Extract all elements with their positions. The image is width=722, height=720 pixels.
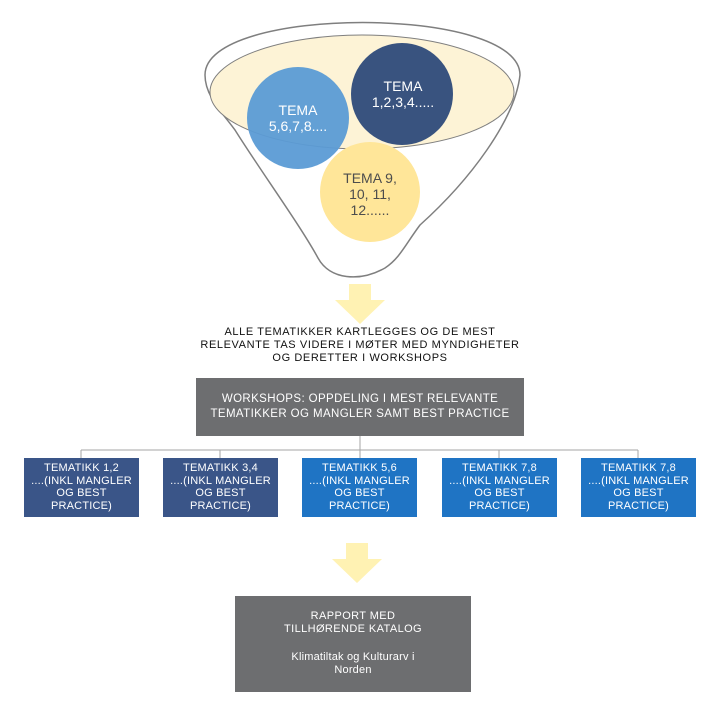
theme-box-5: TEMATIKK 7,8 ....(INKL MANGLER OG BEST P…	[581, 458, 696, 517]
down-arrow-2	[332, 543, 382, 583]
report-subtitle: Klimatiltak og Kulturarv i Norden	[291, 651, 415, 676]
theme-circle-blue	[247, 67, 349, 169]
theme-box-3: TEMATIKK 5,6 ....(INKL MANGLER OG BEST P…	[302, 458, 417, 517]
circle-label-yellow: TEMA 9, 10, 11, 12......	[343, 170, 397, 218]
circle-label-blue: TEMA 5,6,7,8....	[268, 102, 328, 134]
process-caption: ALLE TEMATIKKER KARTLEGGES OG DE MEST RE…	[200, 326, 520, 364]
report-box: RAPPORT MED TILLHØRENDE KATALOG Klimatil…	[235, 596, 471, 692]
workshops-box: WORKSHOPS: OPPDELING I MEST RELEVANTE TE…	[196, 378, 524, 436]
down-arrow-1	[335, 284, 385, 324]
funnel-diagram	[204, 21, 521, 278]
circle-label-navy: TEMA 1,2,3,4.....	[371, 78, 435, 110]
theme-box-1: TEMATIKK 1,2 ....(INKL MANGLER OG BEST P…	[24, 458, 139, 517]
theme-box-4: TEMATIKK 7,8 ....(INKL MANGLER OG BEST P…	[442, 458, 557, 517]
theme-circle-yellow	[320, 142, 420, 242]
report-title: RAPPORT MED TILLHØRENDE KATALOG	[284, 610, 422, 635]
theme-box-2: TEMATIKK 3,4 ....(INKL MANGLER OG BEST P…	[163, 458, 278, 517]
tree-connectors	[80, 436, 639, 458]
theme-circle-navy	[351, 43, 453, 145]
